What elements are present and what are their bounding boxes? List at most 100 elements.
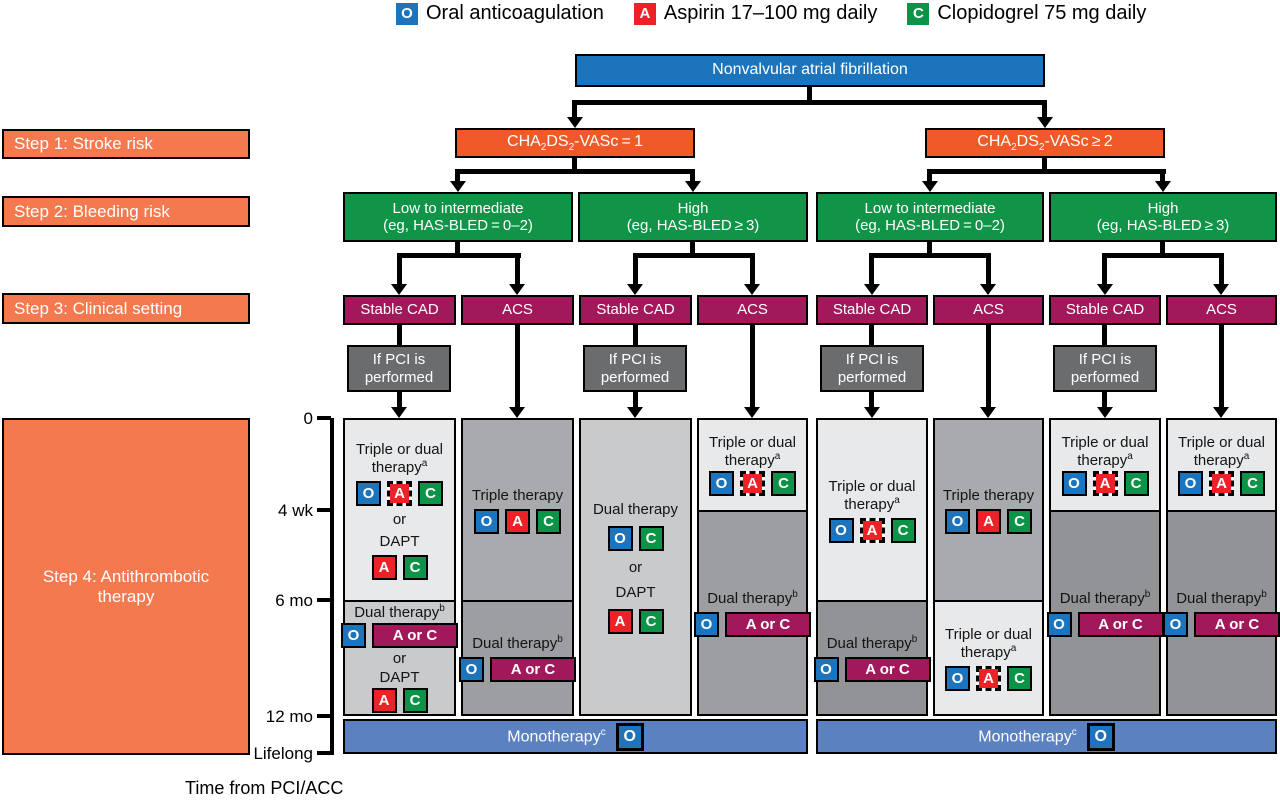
arrow-down-icon bbox=[567, 117, 583, 128]
therapy-title: Triple or dual therapya bbox=[356, 440, 443, 476]
legend-label: Clopidogrel 75 mg daily bbox=[937, 2, 1147, 24]
connector bbox=[1160, 242, 1165, 256]
step4-label: Step 4: Antithrombotic therapy bbox=[2, 418, 250, 755]
tick-label-6mo: 6 mo bbox=[275, 591, 313, 610]
timeline-tick bbox=[317, 508, 331, 512]
clopidogrel-chip: C bbox=[1007, 508, 1032, 534]
arrow-down-icon bbox=[391, 407, 407, 418]
monotherapy-text: Monotherapyc bbox=[978, 726, 1077, 746]
chip-row: O A or C bbox=[694, 612, 811, 637]
therapy-section-0-6mo: Triple therapy O A C bbox=[935, 420, 1042, 600]
aspirin-or-clopidogrel-chip: A or C bbox=[844, 657, 931, 682]
aspirin-optional-chip: A bbox=[1092, 471, 1118, 496]
connector bbox=[633, 392, 638, 407]
connector bbox=[633, 253, 755, 258]
arrow-down-icon bbox=[627, 284, 643, 295]
oac-chip: O bbox=[356, 480, 381, 506]
connector bbox=[750, 325, 755, 407]
connector bbox=[397, 392, 402, 407]
therapy-column-4: Triple or dual therapya O A C Dual thera… bbox=[694, 418, 811, 716]
step4-text-line1: Step 4: Antithrombotic bbox=[42, 566, 210, 586]
setting-node-stable-4: Stable CAD bbox=[1049, 295, 1161, 325]
arrow-down-icon bbox=[627, 407, 643, 418]
aspirin-or-clopidogrel-chip: A or C bbox=[725, 612, 811, 637]
arrow-down-icon bbox=[391, 284, 407, 295]
tick-label-lifelong: Lifelong bbox=[253, 744, 313, 763]
therapy-section-0-6mo: Triple or dual therapya O A C or DAPT A … bbox=[345, 420, 454, 600]
therapy-title: Dual therapyb bbox=[1176, 589, 1267, 607]
connector bbox=[397, 258, 402, 284]
bleeding-line1: Low to intermediate bbox=[392, 199, 524, 217]
oac-chip: O bbox=[945, 665, 970, 691]
connector bbox=[1102, 253, 1224, 258]
connector bbox=[1102, 258, 1107, 284]
aspirin-icon: A bbox=[633, 2, 656, 25]
therapy-title: Triple therapy bbox=[942, 486, 1035, 504]
connector bbox=[869, 258, 874, 284]
bleeding-line2: (eg, HAS-BLED = 0–2) bbox=[383, 217, 533, 234]
step1-text: Step 1: Stroke risk bbox=[14, 134, 153, 153]
step4-text-line2: therapy bbox=[97, 586, 155, 606]
step1-label: Step 1: Stroke risk bbox=[2, 129, 250, 159]
connector bbox=[1219, 258, 1224, 284]
arrow-down-icon bbox=[1213, 407, 1229, 418]
axis-label: Time from PCI/ACC bbox=[185, 778, 344, 798]
chip-row: O C bbox=[607, 525, 664, 551]
chip-row: O A or C bbox=[459, 657, 576, 682]
arrow-down-icon bbox=[744, 407, 760, 418]
connector bbox=[633, 325, 638, 345]
therapy-section-0-6mo: Triple or dual therapya O A C bbox=[818, 420, 926, 600]
step3-label: Step 3: Clinical setting bbox=[2, 293, 250, 324]
aspirin-or-clopidogrel-chip: A or C bbox=[490, 657, 576, 682]
legend: O Oral anticoagulation A Aspirin 17–100 … bbox=[396, 2, 1146, 25]
connector bbox=[869, 392, 874, 407]
therapy-column-7: Triple or dual therapya O A C Dual thera… bbox=[1046, 418, 1164, 716]
arrow-down-icon bbox=[864, 407, 880, 418]
connector bbox=[927, 169, 1166, 174]
chip-row: O A C bbox=[945, 508, 1032, 534]
monotherapy-bar-left: Monotherapyc O bbox=[343, 719, 808, 754]
setting-node-acs-1: ACS bbox=[461, 295, 574, 325]
oac-chip: O bbox=[1046, 612, 1072, 637]
or-text: or bbox=[628, 558, 643, 576]
therapy-section-0-4wk: Triple or dual therapya O A C bbox=[699, 420, 806, 510]
legend-item-oac: O Oral anticoagulation bbox=[396, 2, 604, 25]
stroke-risk-node-1: CHA2DS2-VASc = 1 bbox=[455, 128, 695, 158]
step2-label: Step 2: Bleeding risk bbox=[2, 196, 250, 227]
connector bbox=[927, 174, 932, 182]
therapy-title: Triple or dual therapya bbox=[945, 625, 1032, 661]
aspirin-or-clopidogrel-chip: A or C bbox=[372, 623, 458, 648]
step3-text: Step 3: Clinical setting bbox=[14, 298, 183, 318]
connector bbox=[1102, 325, 1107, 345]
therapy-title: Triple or dual therapya bbox=[1061, 434, 1149, 469]
arrow-down-icon bbox=[864, 284, 880, 295]
bleeding-line2: (eg, HAS-BLED ≥ 3) bbox=[1096, 217, 1230, 234]
oac-chip: O bbox=[1178, 471, 1203, 496]
legend-item-aspirin: A Aspirin 17–100 mg daily bbox=[633, 2, 877, 25]
arrow-down-icon bbox=[509, 284, 525, 295]
oac-chip: O bbox=[813, 657, 839, 682]
chip-row: A C bbox=[371, 554, 428, 580]
clopidogrel-chip: C bbox=[536, 508, 561, 534]
bleeding-risk-node-4: High (eg, HAS-BLED ≥ 3) bbox=[1049, 192, 1277, 242]
oac-chip: O bbox=[1061, 471, 1087, 496]
oral-anticoagulation-icon: O bbox=[396, 2, 418, 25]
arrow-down-icon bbox=[1155, 181, 1171, 192]
timeline-tick bbox=[317, 416, 331, 420]
arrow-down-icon bbox=[1097, 284, 1113, 295]
therapy-column-5: Triple or dual therapya O A C Dual thera… bbox=[813, 418, 931, 716]
connector bbox=[986, 325, 991, 407]
therapy-column-6: Triple therapy O A C Triple or dual ther… bbox=[933, 418, 1044, 716]
bleeding-line1: Low to intermediate bbox=[864, 199, 996, 217]
connector bbox=[515, 325, 520, 407]
clopidogrel-chip: C bbox=[402, 688, 428, 713]
connector bbox=[869, 325, 874, 345]
clopidogrel-chip: C bbox=[1007, 665, 1032, 691]
oac-chip: O bbox=[694, 612, 719, 637]
dapt-text: DAPT bbox=[379, 532, 420, 550]
therapy-section-6-12mo: Dual therapyb O A or C or DAPT A C bbox=[341, 600, 458, 714]
setting-node-acs-3: ACS bbox=[933, 295, 1044, 325]
arrow-down-icon bbox=[685, 181, 701, 192]
